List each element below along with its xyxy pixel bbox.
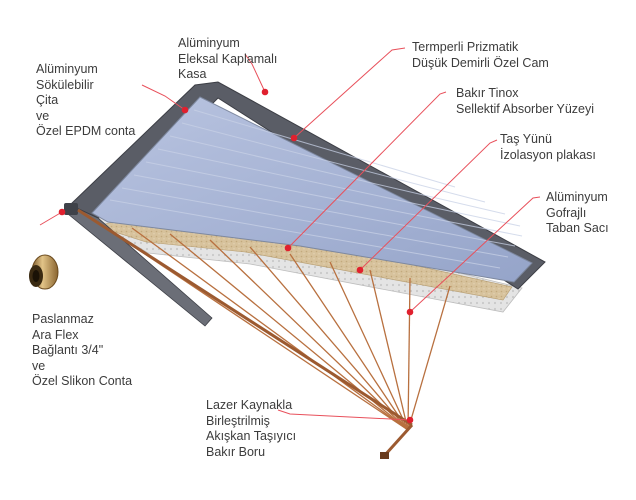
label-line: Özel EPDM conta — [36, 124, 136, 138]
label-line: Alüminyum — [178, 36, 240, 50]
label-line: Çita — [36, 93, 59, 107]
label-line: Termperli Prizmatik — [412, 40, 519, 54]
label-base: Alüminyum Gofrajlı Taban Sacı — [546, 190, 609, 237]
label-pipe: Lazer Kaynakla Birleştrilmiş Akışkan Taş… — [206, 398, 296, 460]
label-frame-case: Alüminyum Eleksal Kaplamalı Kasa — [178, 36, 277, 83]
label-line: Eleksal Kaplamalı — [178, 51, 278, 66]
brass-fitting-icon — [29, 254, 59, 290]
copper-header-pipe — [77, 208, 414, 459]
label-insulation: Taş Yünü İzolasyon plakası — [500, 132, 596, 163]
label-line: ve — [32, 358, 46, 373]
label-absorber: Bakır Tinox Sellektif Absorber Yüzeyi — [456, 86, 594, 117]
label-line: Düşük Demirli Özel Cam — [412, 55, 549, 70]
label-line: Ara Flex — [32, 327, 79, 342]
label-line: ve — [36, 108, 50, 123]
label-line: İzolasyon plakası — [500, 147, 596, 162]
label-glass: Termperli Prizmatik Düşük Demirli Özel C… — [412, 40, 549, 71]
label-frame-seal: Alüminyum Sökülebilir Çita ve Özel EPDM … — [36, 62, 135, 140]
label-line: Taban Sacı — [546, 221, 609, 235]
label-connector: Paslanmaz Ara Flex Bağlantı 3/4" ve Özel… — [32, 312, 132, 390]
label-line: Gofrajlı — [546, 205, 587, 220]
label-line: Taş Yünü — [500, 132, 552, 146]
label-line: Alüminyum — [36, 62, 98, 76]
label-line: Paslanmaz — [32, 312, 94, 326]
label-line: Alüminyum — [546, 190, 608, 204]
frame-side-profile — [64, 203, 78, 215]
label-line: Akışkan Taşıyıcı — [206, 429, 297, 443]
label-line: Özel Slikon Conta — [32, 374, 133, 388]
absorber-stripes — [109, 109, 523, 269]
leader-lines — [39, 47, 541, 421]
leader-dots — [58, 88, 414, 424]
label-line: Sellektif Absorber Yüzeyi — [456, 101, 595, 116]
label-line: Bağlantı 3/4" — [32, 343, 104, 357]
label-line: Lazer Kaynakla — [206, 398, 293, 412]
label-line: Bakır Tinox — [456, 86, 519, 100]
label-line: Bakır Boru — [206, 444, 266, 459]
label-line: Sökülebilir — [36, 77, 94, 92]
label-line: Birleştrilmiş — [206, 413, 270, 428]
label-line: Kasa — [178, 67, 207, 81]
